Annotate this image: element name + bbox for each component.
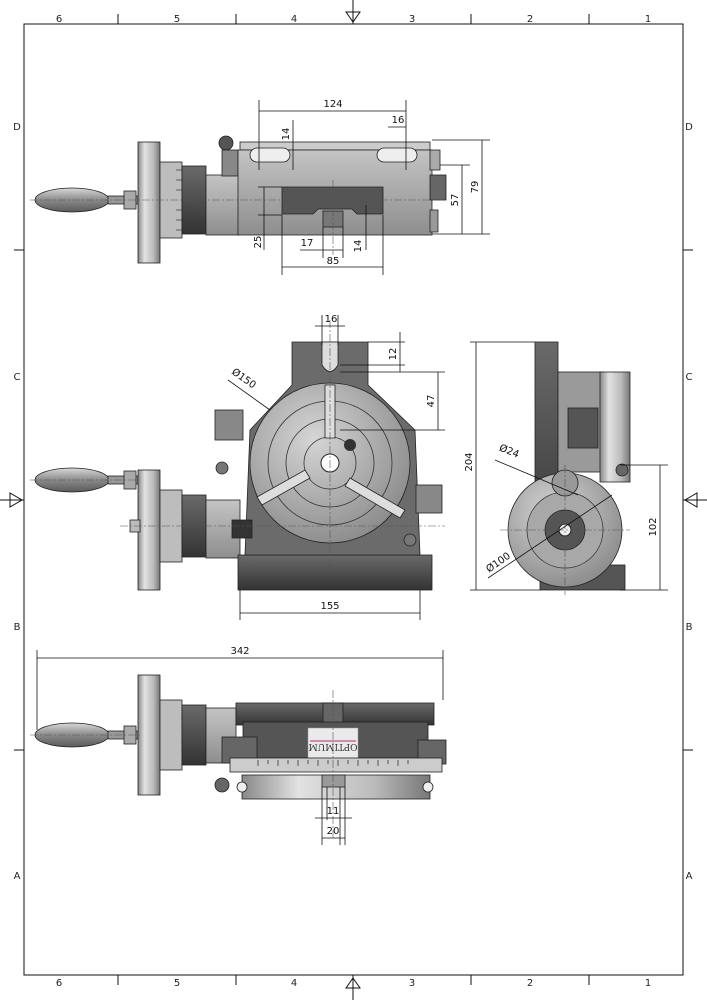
bottom-view-dimensions: 342 11 20 (36, 646, 444, 845)
dim-14b: 14 (353, 240, 364, 253)
dim-204: 204 (464, 452, 475, 471)
column-label: 3 (409, 14, 415, 25)
top-view-dimensions: 124 16 14 79 57 25 17 85 14 (253, 99, 490, 275)
top-view (30, 135, 447, 264)
row-label: B (14, 622, 21, 633)
dial-scale (159, 699, 183, 771)
dim-17: 17 (301, 238, 314, 249)
column-label: 2 (527, 14, 533, 25)
dim-47: 47 (426, 395, 437, 408)
column-label: 2 (527, 978, 533, 989)
row-label: B (686, 622, 693, 633)
dim-16: 16 (325, 314, 338, 325)
handwheel-flange (137, 141, 161, 264)
dim-155: 155 (320, 601, 339, 612)
dim-85: 85 (327, 256, 340, 267)
row-label: A (686, 871, 693, 882)
row-label: C (14, 372, 21, 383)
clamp-slot (344, 477, 406, 519)
dim-20: 20 (327, 826, 340, 837)
degree-scale (229, 757, 443, 773)
dim-79: 79 (470, 181, 481, 194)
t-slot (249, 147, 291, 163)
front-view (30, 320, 445, 591)
clamp-slot (256, 469, 311, 506)
table-edge (599, 371, 631, 483)
dim-342: 342 (230, 646, 249, 657)
column-label: 4 (291, 978, 297, 989)
dim-12: 12 (388, 348, 399, 361)
row-label: A (14, 871, 21, 882)
row-label: D (685, 122, 693, 133)
column-label: 5 (174, 14, 180, 25)
column-label: 1 (645, 978, 651, 989)
dim-16: 16 (392, 115, 405, 126)
column-label: 6 (56, 14, 62, 25)
dim-11: 11 (327, 806, 340, 817)
handwheel-flange (137, 469, 161, 591)
row-labels-left: D C B A (13, 122, 21, 882)
dim-124: 124 (323, 99, 342, 110)
row-label: C (686, 372, 693, 383)
t-slot (376, 147, 418, 163)
column-label: 4 (291, 14, 297, 25)
row-labels-right: D C B A (685, 122, 693, 882)
dim-14: 14 (281, 128, 292, 141)
key (321, 774, 346, 788)
dim-diameter-24: Ø24 (497, 442, 521, 461)
bottom-view: OPTIMUM (30, 674, 447, 840)
row-label: D (13, 122, 21, 133)
dim-57: 57 (450, 194, 461, 207)
column-labels-bottom: 6 5 4 3 2 1 (56, 978, 651, 989)
dim-102: 102 (648, 517, 659, 536)
dim-25: 25 (253, 236, 264, 249)
column-label: 5 (174, 978, 180, 989)
handwheel-flange (137, 674, 161, 796)
column-label: 1 (645, 14, 651, 25)
base (237, 554, 433, 591)
column-labels-top: 6 5 4 3 2 1 (56, 14, 651, 25)
dim-diameter-150: Ø150 (229, 366, 258, 391)
column-label: 6 (56, 978, 62, 989)
key-recess (281, 186, 384, 215)
column-label: 3 (409, 978, 415, 989)
side-view (500, 341, 631, 595)
